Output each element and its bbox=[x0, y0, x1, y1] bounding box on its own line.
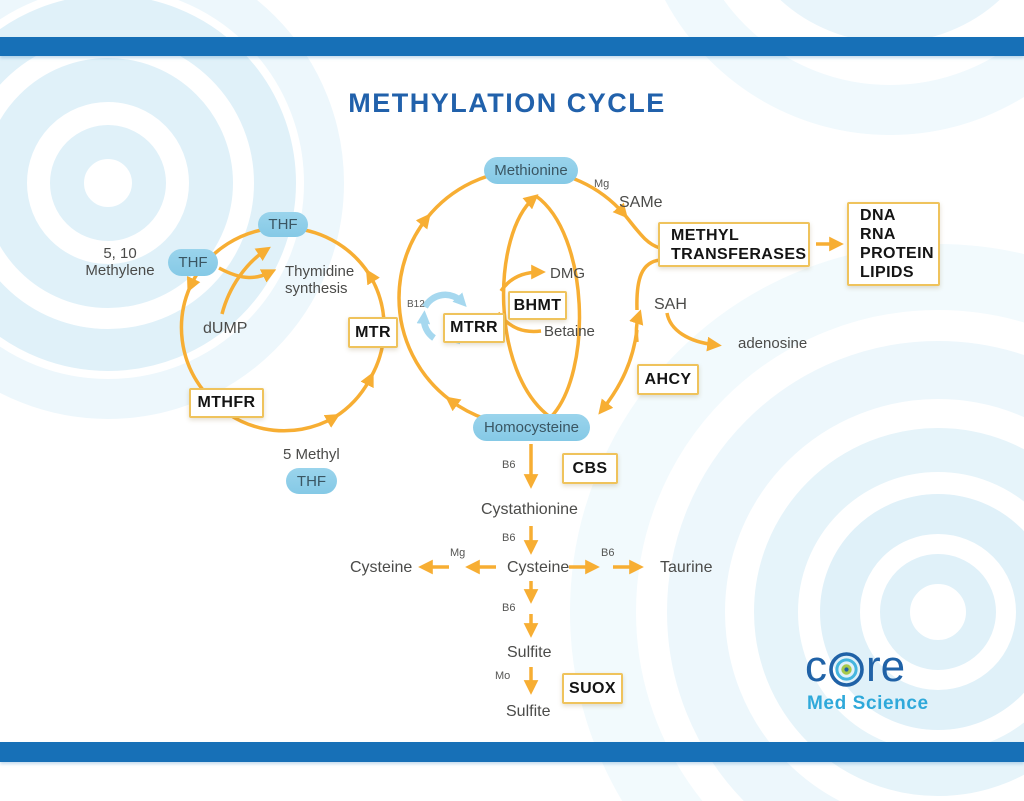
bhmt-inner-loop bbox=[496, 194, 582, 419]
label-b12: B12 bbox=[407, 299, 425, 310]
thymidine-line1: Thymidine bbox=[285, 263, 355, 280]
five-ten-line1: 5, 10 bbox=[103, 245, 137, 262]
label-five-ten-methylene: 5, 10 Methylene bbox=[84, 245, 156, 279]
five-ten-line2: Methylene bbox=[85, 262, 155, 279]
label-thymidine-synthesis: Thymidine synthesis bbox=[285, 263, 365, 297]
label-five-methyl: 5 Methyl bbox=[283, 446, 340, 463]
enzyme-box-methyl-transferases: METHYL TRANSFERASES bbox=[658, 222, 810, 267]
core-med-science-logo: c re bbox=[805, 642, 905, 692]
enzyme-box-mtrr: MTRR bbox=[443, 313, 505, 343]
logo-subtitle: Med Science bbox=[807, 693, 929, 714]
thymidine-line2: synthesis bbox=[285, 280, 348, 297]
methyl-transferases-line1: METHYL bbox=[671, 226, 740, 244]
top-blue-bar bbox=[0, 37, 1024, 56]
sah-to-adenosine-arrow bbox=[665, 312, 722, 352]
sah-to-homocysteine-arrow bbox=[598, 329, 639, 415]
label-b6-2: B6 bbox=[502, 532, 516, 544]
enzyme-box-bhmt: BHMT bbox=[508, 291, 567, 320]
label-b6-1: B6 bbox=[502, 459, 516, 471]
pill-thf-bottom: THF bbox=[286, 468, 337, 494]
target-lipids: LIPIDS bbox=[860, 264, 914, 281]
thymidine-synthesis-arrows bbox=[218, 246, 277, 315]
transsulfuration-cascade-arrows bbox=[418, 444, 644, 695]
methyl-transferases-line2: TRANSFERASES bbox=[671, 245, 807, 263]
label-sulfite-1: Sulfite bbox=[507, 644, 552, 661]
enzyme-box-suox: SUOX bbox=[562, 673, 623, 704]
label-mg-top: Mg bbox=[594, 178, 610, 190]
enzyme-box-mthfr: MTHFR bbox=[189, 388, 264, 418]
label-betaine: Betaine bbox=[544, 323, 595, 340]
pill-thf-top: THF bbox=[258, 212, 308, 237]
target-protein: PROTEIN bbox=[860, 245, 934, 262]
logo-text-c: c bbox=[805, 642, 827, 691]
target-dna: DNA bbox=[860, 207, 896, 224]
label-dump: dUMP bbox=[203, 320, 248, 337]
enzyme-box-mtr: MTR bbox=[348, 317, 398, 348]
bullseye-icon bbox=[829, 651, 864, 687]
logo-text-re: re bbox=[866, 642, 906, 691]
dmg-arrow bbox=[499, 264, 546, 293]
label-taurine: Taurine bbox=[660, 559, 713, 576]
label-mg-left: Mg bbox=[450, 547, 466, 559]
label-cystathionine: Cystathionine bbox=[481, 501, 578, 518]
label-adenosine: adenosine bbox=[738, 335, 808, 352]
label-sah: SAH bbox=[654, 296, 687, 313]
label-cysteine: Cysteine bbox=[507, 559, 570, 576]
same-to-methyltransferases-curve bbox=[622, 212, 661, 250]
label-mo: Mo bbox=[495, 670, 511, 682]
pill-methionine: Methionine bbox=[484, 157, 578, 184]
target-rna: RNA bbox=[860, 226, 896, 243]
label-dmg: DMG bbox=[550, 265, 585, 282]
label-cysteine-left: Cysteine bbox=[350, 559, 413, 576]
label-b6-3: B6 bbox=[502, 602, 516, 614]
label-sulfite-2: Sulfite bbox=[506, 703, 551, 720]
page-title: METHYLATION CYCLE bbox=[348, 88, 666, 118]
bottom-blue-bar bbox=[0, 742, 1024, 762]
methionine-cycle-circle bbox=[397, 168, 661, 428]
label-same: SAMe bbox=[619, 194, 663, 211]
pill-homocysteine: Homocysteine bbox=[473, 414, 590, 441]
targets-box: DNA RNA PROTEIN LIPIDS bbox=[847, 202, 940, 286]
methyltransferases-to-sah-curve bbox=[635, 258, 661, 311]
enzyme-box-cbs: CBS bbox=[562, 453, 618, 484]
pill-thf-left: THF bbox=[168, 249, 218, 276]
enzyme-box-ahcy: AHCY bbox=[637, 364, 699, 395]
label-b6-right: B6 bbox=[601, 547, 615, 559]
